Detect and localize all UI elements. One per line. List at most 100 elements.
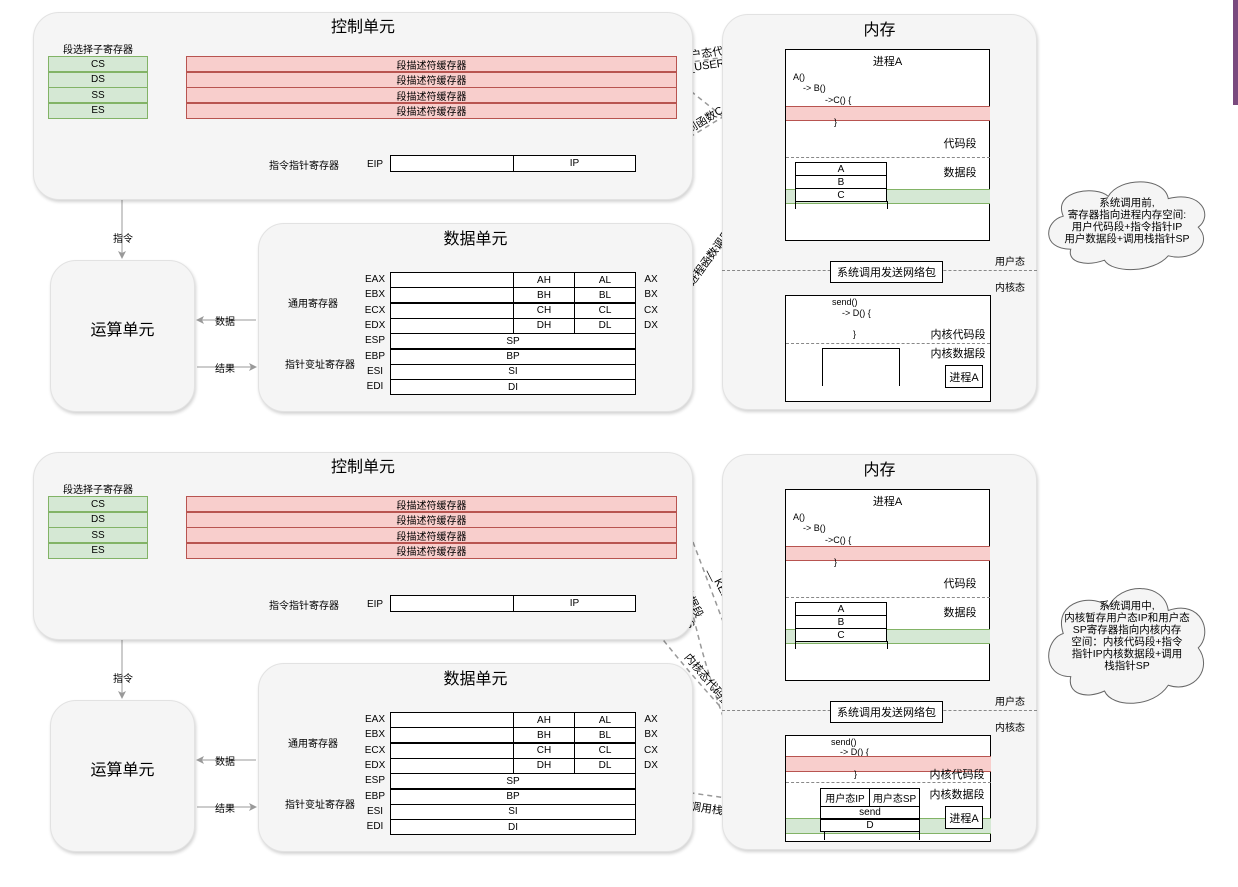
kernel-data-segment-label: 内核数据段 [930, 348, 986, 360]
register-high-eax[interactable]: AH [513, 272, 575, 288]
ip-register[interactable]: IP [513, 155, 636, 172]
register-low-ebx[interactable]: BL [574, 287, 636, 304]
selector-register-es[interactable]: ES [48, 542, 148, 559]
process-ref-box[interactable]: 进程A [945, 365, 983, 388]
arith-unit-title: 运算单元 [90, 321, 155, 339]
register-high-ecx[interactable]: CH [513, 742, 575, 759]
note-line: 内核暂存用户态IP和用户态 [1064, 611, 1190, 624]
register-low-ecx[interactable]: CL [574, 742, 636, 759]
selector-register-cs[interactable]: CS [48, 496, 148, 512]
selector-register-ss[interactable]: SS [48, 87, 148, 103]
selector-register-cs[interactable]: CS [48, 56, 148, 72]
register-name-esp: ESP [364, 335, 385, 347]
process-a-box [785, 49, 990, 241]
stack-frame-b: B [795, 175, 887, 189]
register-low-eax[interactable]: AL [574, 272, 636, 288]
selector-register-es[interactable]: ES [48, 102, 148, 119]
register-edx[interactable] [390, 317, 514, 334]
memory-title: 内存 [863, 462, 896, 479]
register-low-edx[interactable]: DL [574, 317, 636, 334]
descriptor-cache-ds[interactable]: 段描述符缓存器 [186, 511, 677, 528]
kernel-code-line: } [854, 769, 858, 779]
arith-unit-panel [50, 260, 195, 412]
kernel-code-segment-label: 内核代码段 [930, 329, 986, 341]
register-esi[interactable]: SI [390, 803, 636, 820]
selector-register-label: 段选择子寄存器 [63, 484, 133, 496]
register-edx[interactable] [390, 757, 514, 774]
code-line: ->C() { [825, 535, 852, 545]
selector-register-ss[interactable]: SS [48, 527, 148, 543]
register-esp[interactable]: SP [390, 333, 636, 350]
register-low-ebx[interactable]: BL [574, 727, 636, 744]
register-high-edx[interactable]: DH [513, 317, 575, 334]
data-flow-label: 数据 [215, 756, 235, 768]
register-low-eax[interactable]: AL [574, 712, 636, 728]
stack-frame-b: B [795, 615, 887, 629]
note-line: 系统调用前, [1099, 197, 1155, 209]
ip-register-label: 指令指针寄存器 [269, 160, 339, 172]
register-name-esi: ESI [366, 365, 384, 377]
kernel-code-line: -> D() { [842, 308, 871, 318]
current-code-band [786, 106, 990, 121]
code-line: A() [793, 72, 805, 82]
current-code-band [786, 546, 990, 561]
register-low-ecx[interactable]: CL [574, 302, 636, 319]
ip-register[interactable]: IP [513, 595, 636, 612]
process-ref-box[interactable]: 进程A [945, 806, 983, 829]
register-eax[interactable] [390, 712, 514, 728]
register-low-edx[interactable]: DL [574, 757, 636, 774]
register-high-ebx[interactable]: BH [513, 287, 575, 304]
pointer-register-label: 指针变址寄存器 [285, 359, 355, 371]
register-ebx[interactable] [390, 727, 514, 744]
register-high-eax[interactable]: AH [513, 712, 575, 728]
kernel-code-line: send() [832, 297, 858, 307]
descriptor-cache-es[interactable]: 段描述符缓存器 [186, 102, 677, 119]
register-esp[interactable]: SP [390, 773, 636, 790]
register-high-ebx[interactable]: BH [513, 727, 575, 744]
process-a-title: 进程A [872, 56, 903, 68]
eip-register-high[interactable] [390, 155, 514, 172]
register-name-ecx: ECX [364, 304, 386, 316]
eip-label: EIP [366, 158, 384, 170]
memory-title: 内存 [863, 22, 896, 39]
register-edi[interactable]: DI [390, 379, 636, 396]
stack-frame-c: C [795, 188, 887, 202]
register-ecx[interactable] [390, 742, 514, 759]
code-line: A() [793, 512, 805, 522]
segment-divider [786, 157, 990, 158]
register-high-ecx[interactable]: CH [513, 302, 575, 319]
register-high-edx[interactable]: DH [513, 757, 575, 774]
code-segment-label: 代码段 [943, 578, 977, 590]
segment-divider [786, 597, 990, 598]
descriptor-cache-cs[interactable]: 段描述符缓存器 [186, 56, 677, 72]
descriptor-cache-es[interactable]: 段描述符缓存器 [186, 542, 677, 559]
pointer-register-label: 指针变址寄存器 [285, 799, 355, 811]
register-alias-ebx: BX [644, 289, 658, 301]
descriptor-cache-ss[interactable]: 段描述符缓存器 [186, 527, 677, 543]
data-unit-title: 数据单元 [443, 671, 508, 688]
process-a-box [785, 489, 990, 681]
register-ebx[interactable] [390, 287, 514, 304]
descriptor-cache-ss[interactable]: 段描述符缓存器 [186, 87, 677, 103]
result-flow-label: 结果 [215, 803, 235, 815]
code-line: -> B() [803, 83, 826, 93]
kernel-stack-frame-send: send [820, 806, 920, 819]
register-ecx[interactable] [390, 302, 514, 319]
syscall-box[interactable]: 系统调用发送网络包 [830, 701, 943, 723]
general-register-label: 通用寄存器 [288, 738, 338, 750]
register-edi[interactable]: DI [390, 819, 636, 836]
data-flow-label: 数据 [215, 316, 235, 328]
register-eax[interactable] [390, 272, 514, 288]
selector-register-ds[interactable]: DS [48, 71, 148, 88]
selector-register-ds[interactable]: DS [48, 511, 148, 528]
descriptor-cache-cs[interactable]: 段描述符缓存器 [186, 496, 677, 512]
eip-register-high[interactable] [390, 595, 514, 612]
register-ebp[interactable]: BP [390, 348, 636, 365]
register-ebp[interactable]: BP [390, 788, 636, 805]
syscall-box[interactable]: 系统调用发送网络包 [830, 261, 943, 283]
note-line: 寄存器指向进程内存空间: [1067, 209, 1187, 221]
register-esi[interactable]: SI [390, 363, 636, 380]
user-mode-label: 用户态 [995, 256, 1025, 268]
descriptor-cache-ds[interactable]: 段描述符缓存器 [186, 71, 677, 88]
register-alias-eax: AX [644, 274, 658, 285]
